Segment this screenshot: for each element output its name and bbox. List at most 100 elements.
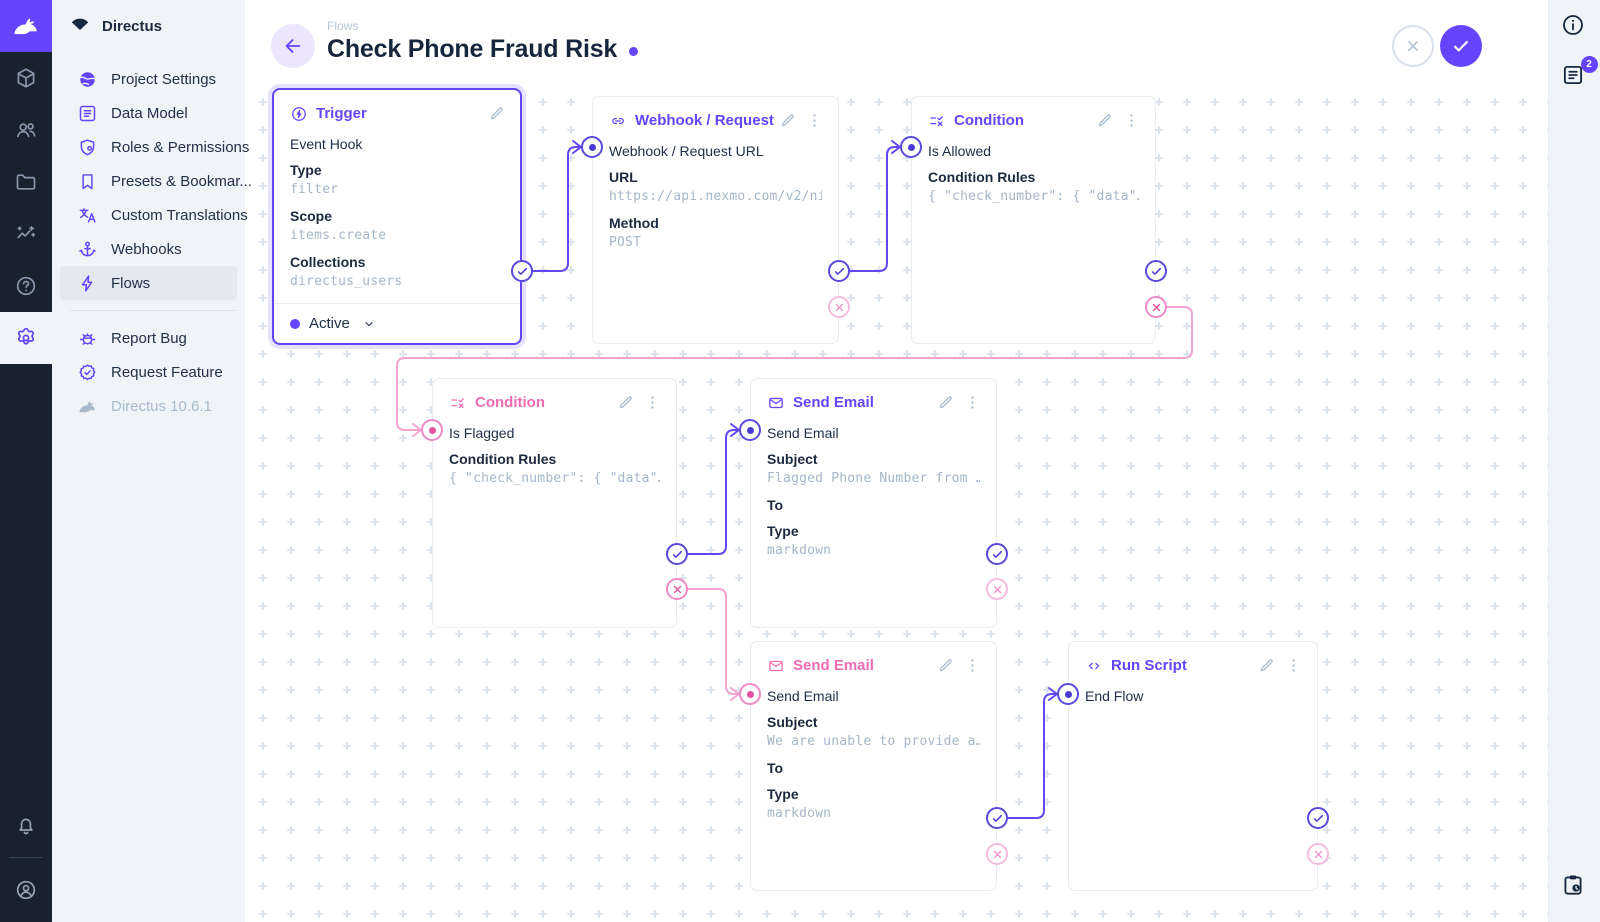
reject-anchor-webhook[interactable] bbox=[828, 296, 850, 318]
edit-panel-button[interactable] bbox=[936, 656, 955, 675]
notifications-button[interactable] bbox=[0, 799, 52, 851]
cancel-button[interactable] bbox=[1392, 25, 1434, 67]
flow-card-run_script[interactable]: Run Script End Flow bbox=[1068, 641, 1318, 891]
module-settings[interactable] bbox=[0, 312, 52, 364]
card-title: Send Email bbox=[793, 657, 874, 674]
panel-menu-button[interactable] bbox=[805, 111, 824, 130]
card-field-mono: POST bbox=[609, 235, 642, 250]
link-icon bbox=[609, 112, 627, 130]
sidebar-item-request-feature[interactable]: Request Feature bbox=[60, 355, 237, 389]
module-docs[interactable] bbox=[0, 260, 52, 312]
project-switcher[interactable]: Directus bbox=[52, 0, 245, 52]
resolve-anchor-email_flagged[interactable] bbox=[986, 543, 1008, 565]
condition-icon bbox=[928, 112, 946, 130]
status-dot bbox=[290, 318, 300, 329]
resolve-anchor-condition_flagged[interactable] bbox=[666, 543, 688, 565]
anchor-icon bbox=[77, 239, 98, 260]
card-field-text: Send Email bbox=[767, 425, 839, 441]
panel-menu-button[interactable] bbox=[963, 656, 982, 675]
reject-anchor-email_unable[interactable] bbox=[986, 843, 1008, 865]
card-field-label: To bbox=[767, 760, 784, 776]
reject-anchor-email_flagged[interactable] bbox=[986, 578, 1008, 600]
input-anchor-condition_allowed[interactable] bbox=[900, 136, 922, 158]
sidebar-item-flows[interactable]: Flows bbox=[60, 266, 237, 300]
version-row: Directus 10.6.1 bbox=[60, 389, 237, 423]
input-anchor-condition_flagged[interactable] bbox=[421, 419, 443, 441]
edit-panel-button[interactable] bbox=[1095, 111, 1114, 130]
resolve-anchor-email_unable[interactable] bbox=[986, 807, 1008, 829]
input-anchor-email_flagged[interactable] bbox=[739, 419, 761, 441]
feature-icon bbox=[77, 362, 98, 383]
status-label: Active bbox=[309, 315, 350, 332]
panel-menu-button[interactable] bbox=[963, 393, 982, 412]
card-field-label: Scope bbox=[290, 208, 333, 224]
flow-card-webhook[interactable]: Webhook / Request URL Webhook / Request … bbox=[592, 96, 839, 344]
card-title: Webhook / Request URL bbox=[635, 112, 778, 129]
resolve-anchor-webhook[interactable] bbox=[828, 260, 850, 282]
back-button[interactable] bbox=[271, 24, 315, 68]
card-field-mono: filter bbox=[290, 182, 339, 197]
card-field-label: Condition Rules bbox=[449, 451, 557, 467]
save-button[interactable] bbox=[1440, 25, 1482, 67]
notifications-log-button[interactable]: 2 bbox=[1560, 56, 1598, 92]
flow-status-toggle[interactable]: Active bbox=[274, 303, 520, 343]
card-field-mono: markdown bbox=[767, 543, 832, 558]
card-title: Trigger bbox=[316, 105, 367, 122]
reject-anchor-condition_flagged[interactable] bbox=[666, 578, 688, 600]
version-label: Directus 10.6.1 bbox=[111, 397, 212, 415]
card-field-label: To bbox=[767, 497, 784, 513]
edit-panel-button[interactable] bbox=[778, 111, 797, 130]
reject-anchor-condition_allowed[interactable] bbox=[1145, 296, 1167, 318]
module-files[interactable] bbox=[0, 156, 52, 208]
connection-condition_flagged-email_flagged bbox=[687, 423, 740, 555]
edit-panel-button[interactable] bbox=[487, 104, 506, 123]
card-field-label: Collections bbox=[290, 254, 366, 270]
module-users[interactable] bbox=[0, 104, 52, 156]
sidebar-item-custom-translations[interactable]: Custom Translations bbox=[60, 198, 248, 232]
breadcrumb[interactable]: Flows bbox=[327, 19, 359, 33]
info-button[interactable] bbox=[1560, 12, 1590, 42]
resolve-anchor-condition_allowed[interactable] bbox=[1145, 260, 1167, 282]
page-title: Check Phone Fraud Risk bbox=[327, 35, 618, 63]
panel-menu-button[interactable] bbox=[643, 393, 662, 412]
module-insights[interactable] bbox=[0, 208, 52, 260]
module-content[interactable] bbox=[0, 52, 52, 104]
directus-logo[interactable] bbox=[0, 0, 52, 52]
resolve-anchor-run_script[interactable] bbox=[1307, 807, 1329, 829]
shield-icon bbox=[77, 137, 98, 158]
card-field-mono: { "check_number": { "data"… bbox=[928, 189, 1139, 204]
edit-panel-button[interactable] bbox=[936, 393, 955, 412]
globe-icon bbox=[77, 69, 98, 90]
panel-menu-button[interactable] bbox=[1284, 656, 1303, 675]
page-header: Flows Check Phone Fraud Risk bbox=[245, 0, 1548, 88]
sidebar-item-report-bug[interactable]: Report Bug bbox=[60, 321, 237, 355]
edit-panel-button[interactable] bbox=[616, 393, 635, 412]
resolve-anchor-trigger[interactable] bbox=[511, 260, 533, 282]
sidebar-item-webhooks[interactable]: Webhooks bbox=[60, 232, 237, 266]
card-field-text: Send Email bbox=[767, 688, 839, 704]
user-avatar-button[interactable] bbox=[0, 864, 52, 916]
input-anchor-webhook[interactable] bbox=[581, 136, 603, 158]
module-nav bbox=[0, 52, 52, 364]
directus-rabbit-icon bbox=[77, 396, 98, 417]
sidebar-item-data-model[interactable]: Data Model bbox=[60, 96, 237, 130]
sidebar-item-roles-permissions[interactable]: Roles & Permissions bbox=[60, 130, 249, 164]
card-field-label: Type bbox=[767, 786, 799, 802]
edit-panel-button[interactable] bbox=[1257, 656, 1276, 675]
panel-menu-button[interactable] bbox=[1122, 111, 1141, 130]
input-anchor-run_script[interactable] bbox=[1057, 683, 1079, 705]
revisions-button[interactable] bbox=[1560, 872, 1590, 902]
sidebar-item-presets-bookmar[interactable]: Presets & Bookmar... bbox=[60, 164, 252, 198]
bolt-icon bbox=[77, 273, 98, 294]
input-anchor-email_unable[interactable] bbox=[739, 683, 761, 705]
sidebar-item-project-settings[interactable]: Project Settings bbox=[60, 62, 237, 96]
nav-item-label: Custom Translations bbox=[111, 206, 248, 224]
reject-anchor-run_script[interactable] bbox=[1307, 843, 1329, 865]
